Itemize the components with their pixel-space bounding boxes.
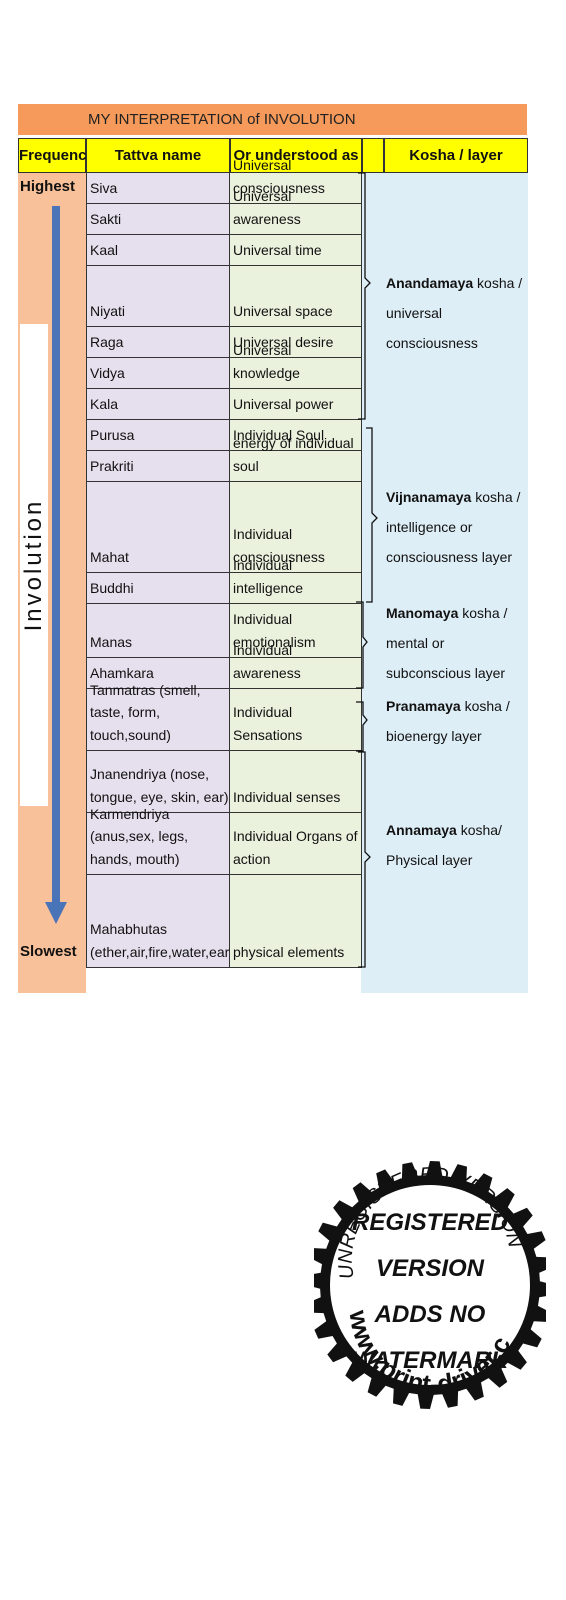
tattva-cell: Kaal (86, 235, 230, 266)
understood-cell: Individual emotionalism (230, 604, 362, 658)
header-frequency: Frequency (18, 138, 95, 173)
tattva-cell: Mahabhutas (ether,air,fire,water,earth) (86, 875, 246, 968)
understood-cell: Individual Soul (230, 420, 362, 451)
kosha-anandamaya: Anandamaya kosha / universal consciousne… (386, 275, 523, 351)
tattva-cell: Tanmatras (smell, taste, form, touch,sou… (86, 682, 230, 751)
understood-cell: Universal consciousness (230, 157, 362, 204)
understood-cell: Individual Organs of action (230, 813, 362, 875)
bracket-annamaya (358, 751, 371, 968)
kosha-manomaya: Manomaya kosha / mental or subconscious … (386, 605, 508, 681)
kosha-vijnanamaya: Vijnanamaya kosha / intelligence or cons… (386, 489, 521, 565)
bracket-pranamaya (356, 701, 368, 752)
frequency-slowest: Slowest (20, 943, 77, 960)
involution-label-box (20, 324, 48, 806)
tattva-cell: Kala (86, 389, 230, 420)
header-understood-as: Or understood as (230, 138, 362, 173)
header-spacer (362, 138, 384, 173)
understood-cell: Individual consciousness (230, 482, 362, 573)
understood-cell: Universal awareness (230, 188, 362, 235)
watermark-line-4: WATERMARK (352, 1347, 511, 1374)
tattva-cell: Purusa (86, 420, 230, 451)
understood-cell: physical elements (230, 875, 362, 968)
tattva-cell: Raga (86, 327, 230, 358)
header-kosha-layer: Kosha / layer (384, 138, 528, 173)
understood-cell: Individual intelligence (230, 557, 362, 604)
table-title-bar: MY INTERPRETATION of INVOLUTION (18, 104, 527, 135)
understood-cell: Individual awareness (230, 642, 362, 689)
header-tattva-name: Tattva name (86, 138, 230, 173)
kosha-column (361, 173, 528, 993)
downward-arrow-icon (45, 206, 67, 924)
understood-cell: Universal desire (230, 327, 362, 358)
understood-cell: Universal power (230, 389, 362, 420)
bracket-manomaya (356, 601, 368, 689)
tattva-cell: Buddhi (86, 573, 230, 604)
bracket-vijnanamaya (366, 427, 378, 603)
understood-cell: Individual Sensations (230, 689, 362, 751)
unregistered-watermark-seal: UNREGISTERED VERSION REGISTERED VERSION … (314, 1072, 546, 1409)
tattva-cell: Sakti (86, 204, 230, 235)
tattva-cell: Siva (86, 173, 230, 204)
tattva-cell: Jnanendriya (nose, tongue, eye, skin, ea… (86, 751, 230, 813)
tattva-cell: Ahamkara (86, 658, 230, 689)
understood-cell: energy of individual soul (230, 435, 362, 482)
watermark-line-1: REGISTERED (352, 1209, 508, 1236)
frequency-highest: Highest (20, 178, 76, 195)
kosha-brackets (356, 172, 378, 968)
understood-cell: Individual senses (230, 751, 362, 813)
kosha-annamaya: Annamaya kosha/ Physical layer (386, 822, 502, 868)
tattva-cell: Manas (86, 604, 230, 658)
understood-cell: Universal knowledge (230, 342, 362, 389)
tattva-cell: Vidya (86, 358, 230, 389)
watermark-line-2: VERSION (376, 1255, 485, 1282)
tattva-cell: Mahat (86, 482, 230, 573)
kosha-pranamaya: Pranamaya kosha / bioenergy layer (386, 698, 510, 744)
understood-cell: Universal space (230, 266, 362, 327)
tattva-cell: Karmendriya (anus,sex, legs, hands, mout… (86, 806, 230, 875)
table-title: MY INTERPRETATION of INVOLUTION (88, 111, 356, 128)
tattva-cell: Niyati (86, 266, 230, 327)
bracket-anandamaya (358, 172, 371, 420)
watermark-line-3: ADDS NO (374, 1301, 486, 1328)
tattva-cell: Prakriti (86, 451, 230, 482)
understood-cell: Universal time (230, 235, 362, 266)
